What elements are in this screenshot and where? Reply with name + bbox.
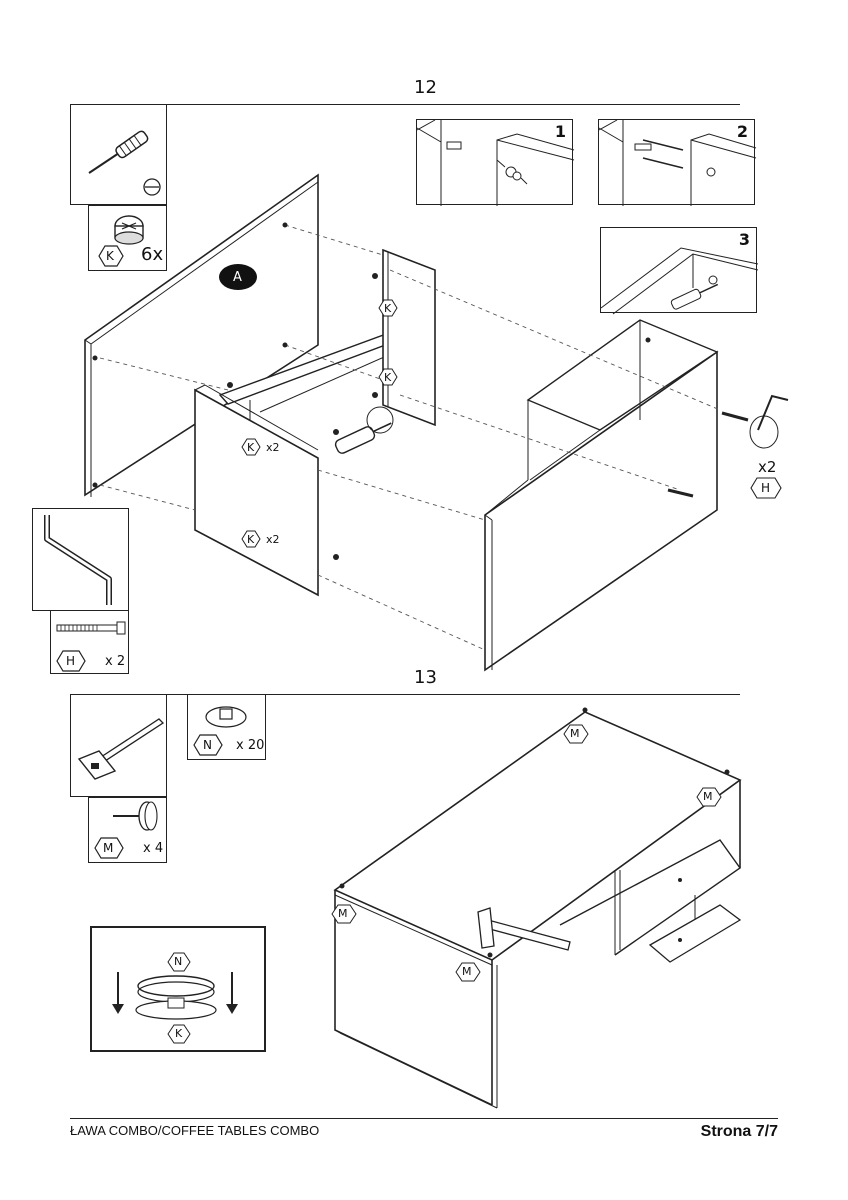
fastener-k-qty: 6x — [141, 244, 164, 265]
detail-3-illustration — [600, 247, 759, 315]
detail-panel-2-number: 2 — [736, 122, 748, 141]
footer-title: ŁAWA COMBO/COFFEE TABLES COMBO — [70, 1123, 320, 1138]
k-callout-2-label: K — [384, 371, 392, 384]
detail-panel-1: 1 — [416, 119, 575, 206]
fastener-m-label: M — [103, 841, 114, 855]
hex-m-callout-1 — [563, 724, 589, 744]
cap-detail-illustration — [112, 972, 238, 1020]
hex-k-callout-4 — [241, 530, 261, 548]
k-callout-4-label: K — [247, 533, 255, 546]
tool-box-screwdriver — [70, 104, 167, 205]
inset-cap-detail — [90, 926, 266, 1052]
step-12-number: 12 — [414, 77, 437, 98]
k-callout-1-label: K — [384, 302, 392, 315]
cap-icon — [205, 706, 247, 728]
hex-m-callout-4 — [455, 962, 481, 982]
hex-k-inset — [167, 1024, 191, 1044]
hex-n-icon — [193, 734, 223, 756]
fastener-n-qty: x 20 — [236, 738, 265, 753]
hex-m-callout-3 — [331, 904, 357, 924]
step-12-assembly-illustration — [84, 173, 789, 672]
m-callout-1-label: M — [570, 727, 580, 740]
part-a-label: A — [233, 270, 242, 285]
h-callout-qty: x2 — [758, 458, 777, 476]
fastener-box-k: K 6x — [88, 205, 167, 271]
detail-panel-3-number: 3 — [738, 230, 750, 249]
step-13-number: 13 — [414, 667, 437, 688]
k-callout-4-qty: x2 — [266, 533, 280, 546]
m-callout-4-label: M — [462, 965, 472, 978]
hex-key-icon — [44, 515, 112, 605]
footer-rule — [70, 1118, 778, 1119]
fastener-box-n: N x 20 — [187, 694, 266, 760]
hex-k-callout-2 — [378, 368, 398, 386]
k-callout-3-label: K — [247, 441, 255, 454]
hex-h-callout — [750, 477, 782, 499]
part-a-badge — [219, 264, 257, 290]
tool-box-hex-key — [32, 508, 129, 611]
fastener-box-m: M x 4 — [88, 797, 167, 863]
fastener-h-qty: x 2 — [105, 654, 126, 669]
fastener-box-h: H x 2 — [50, 610, 129, 674]
hex-k-callout-1 — [378, 299, 398, 317]
bolt-icon — [56, 621, 126, 635]
m-callout-2-label: M — [703, 790, 713, 803]
detail-panel-3: 3 — [600, 227, 759, 315]
detail-2-illustration — [598, 119, 757, 206]
footer-page-number: Strona 7/7 — [700, 1123, 778, 1140]
fastener-m-qty: x 4 — [143, 841, 164, 856]
hex-m-callout-2 — [696, 787, 722, 807]
h-callout-label: H — [761, 481, 771, 495]
fastener-k-label: K — [106, 249, 114, 263]
step-13-rule — [108, 694, 740, 695]
m-callout-3-label: M — [338, 907, 348, 920]
fastener-h-label: H — [66, 654, 76, 668]
hex-h-icon — [56, 650, 86, 672]
hex-n-inset — [167, 952, 191, 972]
fastener-n-label: N — [203, 738, 212, 752]
screwdriver-icon — [88, 130, 161, 196]
tool-box-hammer — [70, 694, 167, 797]
inset-n-label: N — [174, 955, 183, 968]
hex-m-icon — [94, 837, 124, 859]
hex-k-icon — [98, 245, 124, 267]
step-12-rule — [108, 104, 740, 105]
k-callout-3-qty: x2 — [266, 441, 280, 454]
hex-k-callout-3 — [241, 438, 261, 456]
detail-1-illustration — [416, 119, 575, 206]
detail-panel-2: 2 — [598, 119, 757, 206]
cam-lock-icon — [114, 215, 144, 245]
inset-k-label: K — [175, 1027, 183, 1040]
detail-panel-1-number: 1 — [554, 122, 566, 141]
glide-nail-icon — [113, 801, 158, 831]
hammer-icon — [77, 718, 165, 780]
